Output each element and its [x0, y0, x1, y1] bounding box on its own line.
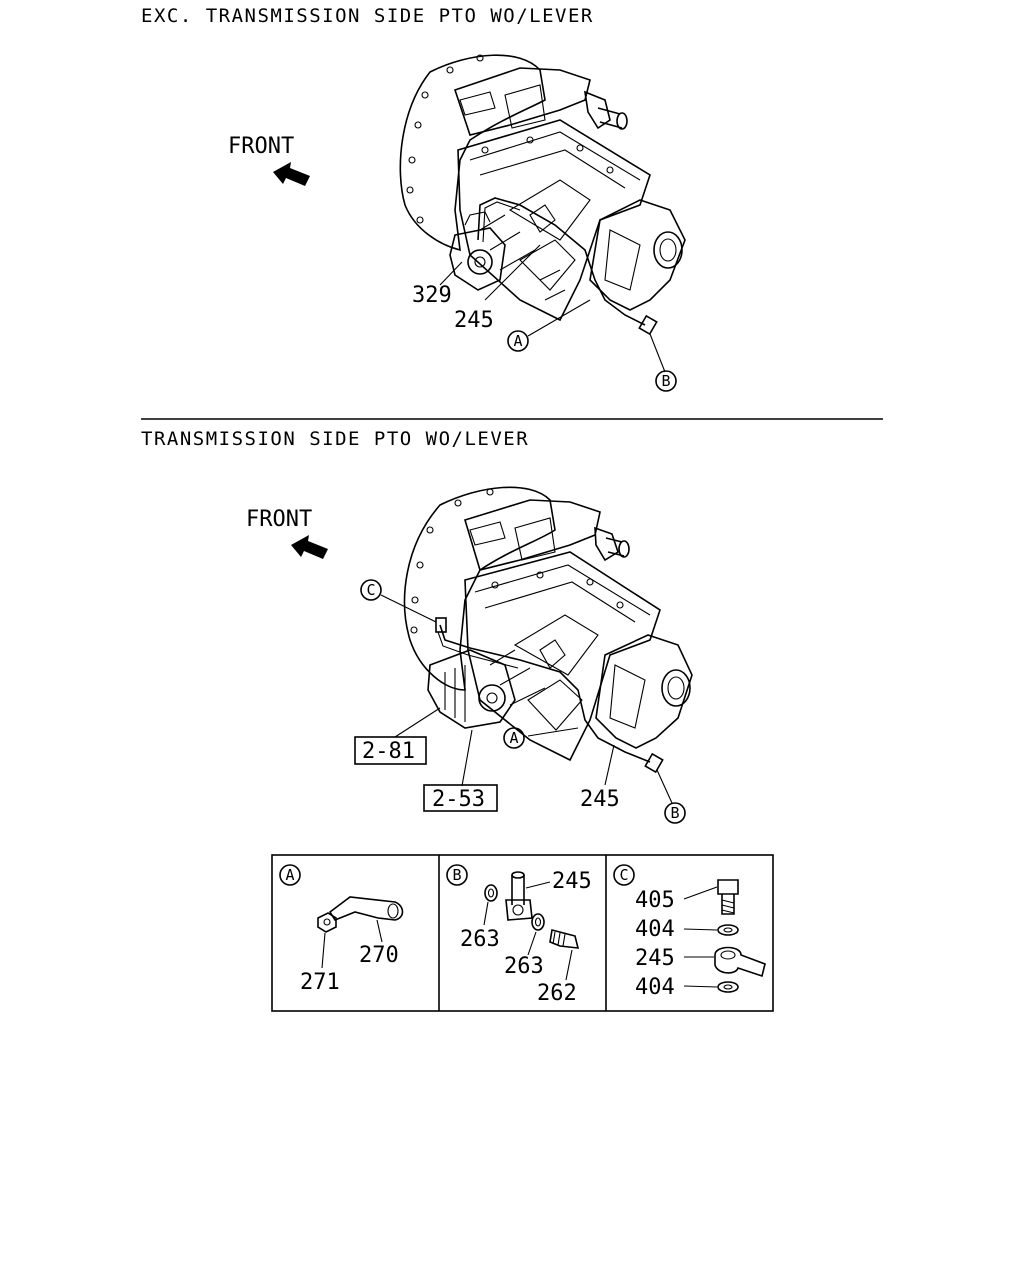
- panel-b-banjo-fitting: [505, 899, 533, 921]
- top-ref-b-circle: [655, 370, 677, 392]
- bottom-transmission-illustration: FRONT: [246, 486, 693, 824]
- bottom-diagram-title: TRANSMISSION SIDE PTO WO/LEVER: [141, 428, 529, 450]
- panel-a-nut-271: [317, 912, 337, 933]
- bottom-leader-245: [604, 744, 615, 786]
- detail-panels: A 270 271 B 2: [271, 854, 774, 1012]
- bottom-callout-253: 2-53: [432, 787, 485, 812]
- top-callout-245: 245: [454, 308, 494, 333]
- bottom-ref-a-circle: [503, 727, 525, 749]
- panel-a-ref-label: A: [285, 866, 294, 884]
- bottom-leader-c: [380, 594, 437, 623]
- top-diagram-title: EXC. TRANSMISSION SIDE PTO WO/LEVER: [141, 5, 594, 27]
- top-front-arrow-icon: [273, 162, 310, 186]
- panel-b-callout-245: 245: [552, 869, 592, 894]
- panel-a-ref-circle: [279, 864, 301, 886]
- panel-c-washer-404-bottom: [717, 981, 739, 993]
- bottom-leader-253: [461, 729, 473, 787]
- bottom-leader-281: [394, 707, 441, 738]
- panel-c-banjo-245: [714, 946, 766, 978]
- panel-a-callout-270: 270: [359, 943, 399, 968]
- detail-panel-c: C 405 404 245 404: [613, 864, 766, 1000]
- top-ref-a-circle: [507, 330, 529, 352]
- bottom-ref-box-281: [354, 736, 427, 765]
- top-ref-b-label: B: [661, 372, 670, 390]
- bottom-callout-245: 245: [580, 787, 620, 812]
- panel-c-callout-404-bottom: 404: [635, 975, 675, 1000]
- bottom-ref-c-label: C: [366, 581, 375, 599]
- top-leader-b: [649, 333, 666, 373]
- bottom-callout-281: 2-81: [362, 739, 415, 764]
- top-leader-329: [439, 261, 463, 286]
- bottom-leader-b: [656, 769, 673, 804]
- bottom-leader-a: [527, 727, 579, 737]
- panel-c-ref-label: C: [619, 866, 628, 884]
- bottom-oil-pipe-245: [439, 624, 651, 763]
- panel-c-bolt-405: [717, 879, 739, 915]
- panel-c-callout-245: 245: [635, 946, 675, 971]
- top-transmission-illustration: FRONT: [228, 54, 686, 392]
- panel-b-callout-263-b: 263: [504, 954, 544, 979]
- top-callout-329: 329: [412, 283, 452, 308]
- panel-a-callout-271: 271: [300, 970, 340, 995]
- panel-b-washer-263-right: [531, 913, 545, 931]
- bottom-front-label: FRONT: [246, 507, 312, 532]
- detail-panel-frame: [271, 854, 774, 1012]
- top-shift-cover: [453, 67, 591, 136]
- top-leader-a: [527, 299, 591, 337]
- bottom-pto-assembly: [427, 649, 516, 729]
- top-front-label: FRONT: [228, 134, 294, 159]
- panel-c-callout-404-top: 404: [635, 917, 675, 942]
- top-oil-pipe-245: [477, 197, 646, 326]
- detail-panel-a: A 270 271: [279, 864, 404, 995]
- top-main-case: [457, 119, 651, 322]
- panel-b-callout-263-a: 263: [460, 927, 500, 952]
- panel-b-washer-263-left: [484, 884, 498, 902]
- panel-c-ref-circle: [613, 864, 635, 886]
- detail-panel-b: B 245 263 263 262: [446, 864, 592, 1006]
- bottom-main-case: [464, 551, 661, 762]
- panel-a-clip-270: [328, 896, 404, 921]
- bottom-ref-b-label: B: [670, 804, 679, 822]
- panel-c-washer-404-top: [717, 924, 739, 936]
- top-leader-245: [484, 244, 541, 301]
- bottom-ref-c-circle: [360, 579, 382, 601]
- bottom-rear-housing: [595, 634, 693, 749]
- bottom-shift-cover: [464, 499, 601, 571]
- bottom-bell-housing: [403, 486, 556, 691]
- bottom-breather-pipe: [605, 537, 625, 557]
- panel-b-ref-label: B: [452, 866, 461, 884]
- top-bell-housing: [399, 54, 546, 252]
- panel-c-callout-405: 405: [635, 888, 675, 913]
- panel-b-ref-circle: [446, 864, 468, 886]
- panel-b-bolt-262: [549, 929, 580, 949]
- bottom-front-arrow-icon: [291, 535, 328, 559]
- top-ref-a-label: A: [513, 332, 522, 350]
- panel-b-callout-262: 262: [537, 981, 577, 1006]
- bottom-ref-a-label: A: [509, 729, 518, 747]
- top-pto-assembly: [449, 227, 506, 291]
- bottom-ref-b-circle: [664, 802, 686, 824]
- bottom-ref-box-253: [423, 784, 498, 812]
